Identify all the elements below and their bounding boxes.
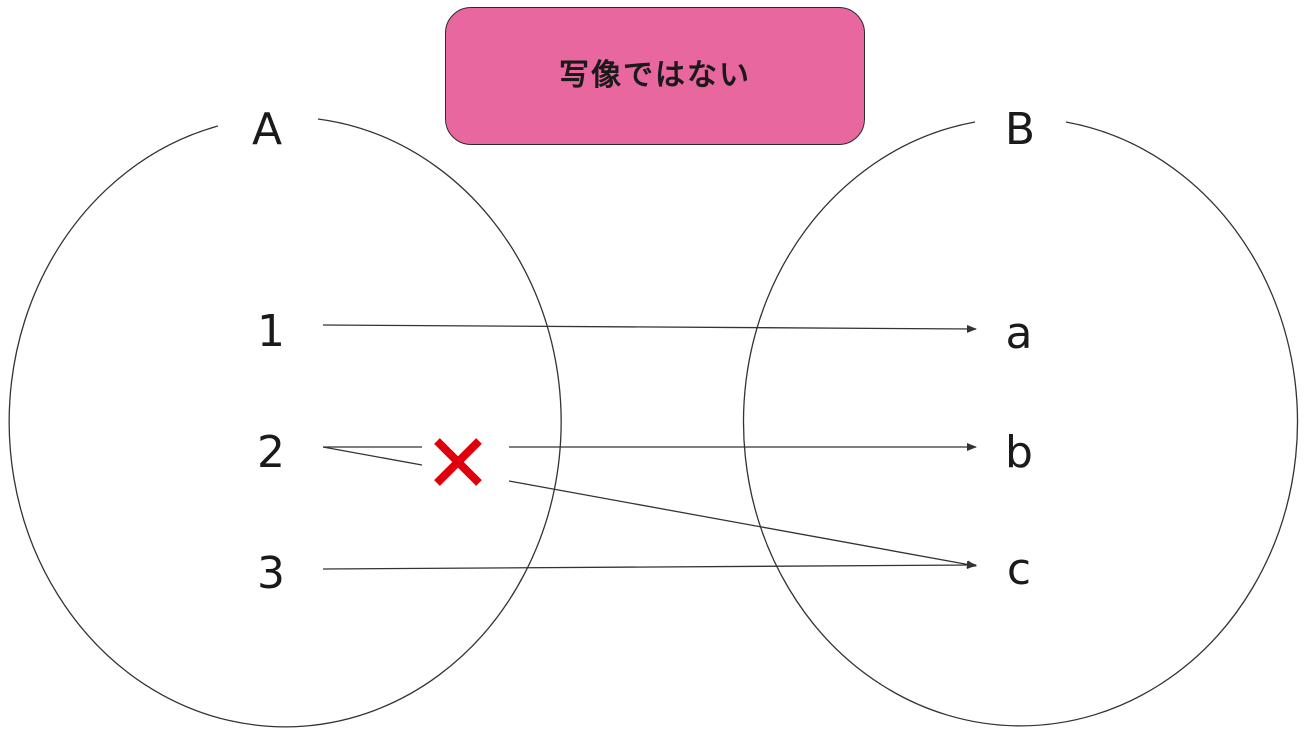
element-b: b bbox=[1005, 427, 1033, 478]
set-a-ellipse bbox=[8, 118, 562, 728]
element-c: c bbox=[1007, 544, 1031, 595]
element-3: 3 bbox=[257, 548, 285, 599]
element-2: 2 bbox=[257, 427, 285, 478]
element-a: a bbox=[1006, 308, 1033, 359]
arrow-1-to-a bbox=[322, 324, 977, 333]
arrow-2-to-c bbox=[508, 480, 977, 569]
title-box: 写像ではない bbox=[445, 7, 865, 145]
cross-icon bbox=[434, 438, 482, 486]
arrow-2-to-c-start bbox=[322, 446, 423, 466]
element-1: 1 bbox=[257, 306, 285, 357]
set-a-label: A bbox=[252, 104, 282, 155]
title-text: 写像ではない bbox=[559, 58, 751, 93]
set-b-ellipse bbox=[742, 121, 1299, 727]
set-b-label: B bbox=[1005, 104, 1035, 155]
arrow-3-to-c bbox=[322, 561, 977, 570]
